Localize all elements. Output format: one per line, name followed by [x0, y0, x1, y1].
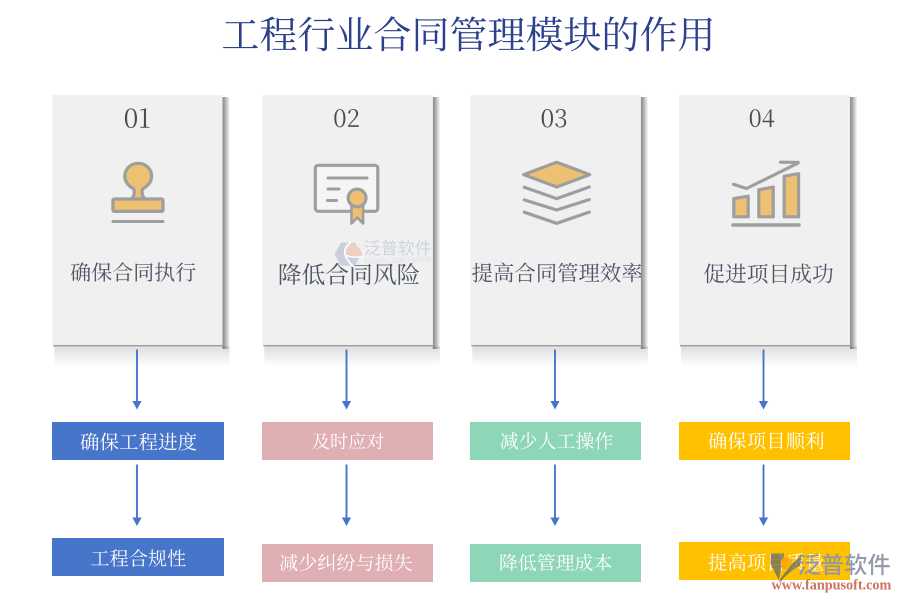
svg-text:FANPU SOFTWARE: FANPU SOFTWARE: [365, 256, 433, 266]
svg-text:www.fanpusoft.com: www.fanpusoft.com: [772, 578, 892, 594]
